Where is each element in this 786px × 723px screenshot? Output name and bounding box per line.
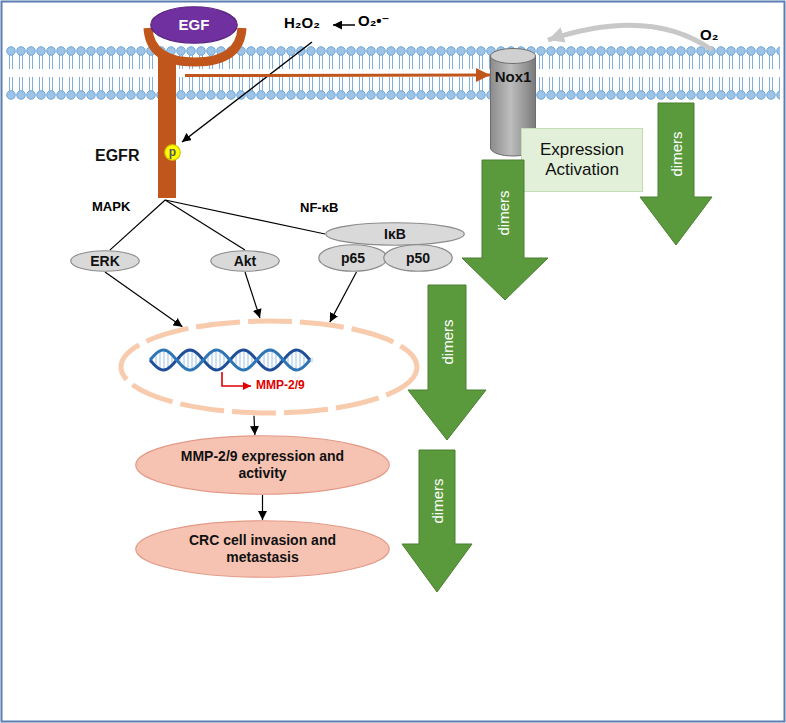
- crc-ellipse: CRC cell invasion and metastasis: [135, 520, 390, 578]
- dimer-arrow: dimers: [640, 103, 712, 245]
- receptor-stalk: [158, 56, 176, 198]
- ligand-ellipse: EGF: [150, 6, 238, 44]
- connector: [262, 495, 263, 520]
- p50-ellipse: p50: [383, 244, 453, 272]
- connector: [105, 272, 182, 327]
- mmp-ellipse: MMP-2/9 expression and activity: [135, 435, 390, 495]
- node-text: p: [169, 145, 176, 159]
- node-text: IκB: [384, 226, 406, 243]
- arrow-label: dimers: [496, 190, 511, 235]
- oxygen-arrow: [548, 25, 712, 50]
- erk-ellipse: ERK: [70, 250, 140, 272]
- receptor-label-area: EGFR: [95, 50, 185, 200]
- phosphorylation-arrow: [182, 42, 312, 142]
- node-text: MMP-2/9: [256, 378, 305, 392]
- pathway-label: NF-κB: [300, 200, 338, 215]
- arrow-label: dimers: [430, 478, 445, 523]
- arrow-label: dimers: [440, 319, 455, 364]
- node-text: CRC cell invasion and metastasis: [175, 532, 350, 566]
- phospho-circle: p: [164, 144, 181, 161]
- pathway-label: MAPK: [92, 199, 130, 214]
- expression-box: Expression Activation: [521, 128, 643, 192]
- connector: [330, 272, 357, 322]
- node-text: Nox1: [490, 68, 536, 86]
- node-text: EGF: [179, 16, 210, 34]
- dimer-arrow: dimers: [402, 450, 472, 592]
- node-text: Expression Activation: [527, 140, 637, 181]
- cell-membrane: [6, 46, 780, 100]
- node-text: ERK: [90, 253, 120, 270]
- nucleus: MMP-2/9: [118, 318, 420, 416]
- arrow-label: dimers: [669, 131, 684, 176]
- dimer-arrow: dimers: [408, 285, 486, 440]
- connector: [253, 416, 255, 435]
- node-text: EGFR: [95, 146, 139, 165]
- p65-ellipse: p65: [318, 244, 388, 272]
- molecule-label: H₂O₂: [284, 14, 320, 31]
- akt-ellipse: Akt: [210, 250, 280, 272]
- node-text: p65: [341, 250, 365, 267]
- node-text: Akt: [234, 253, 257, 270]
- node-outline: [118, 318, 420, 416]
- molecule-label: O₂•⁻: [358, 12, 390, 30]
- connector: [245, 272, 260, 318]
- connector: [165, 200, 245, 250]
- dimer-arrow: dimers: [462, 160, 548, 300]
- ikb-ellipse: IκB: [325, 222, 465, 246]
- node-text: MMP-2/9 expression and activity: [173, 448, 353, 482]
- node-text: p50: [406, 250, 430, 267]
- molecule-label: O₂: [700, 26, 718, 43]
- connector: [185, 74, 490, 78]
- conversion-arrow: [333, 24, 355, 26]
